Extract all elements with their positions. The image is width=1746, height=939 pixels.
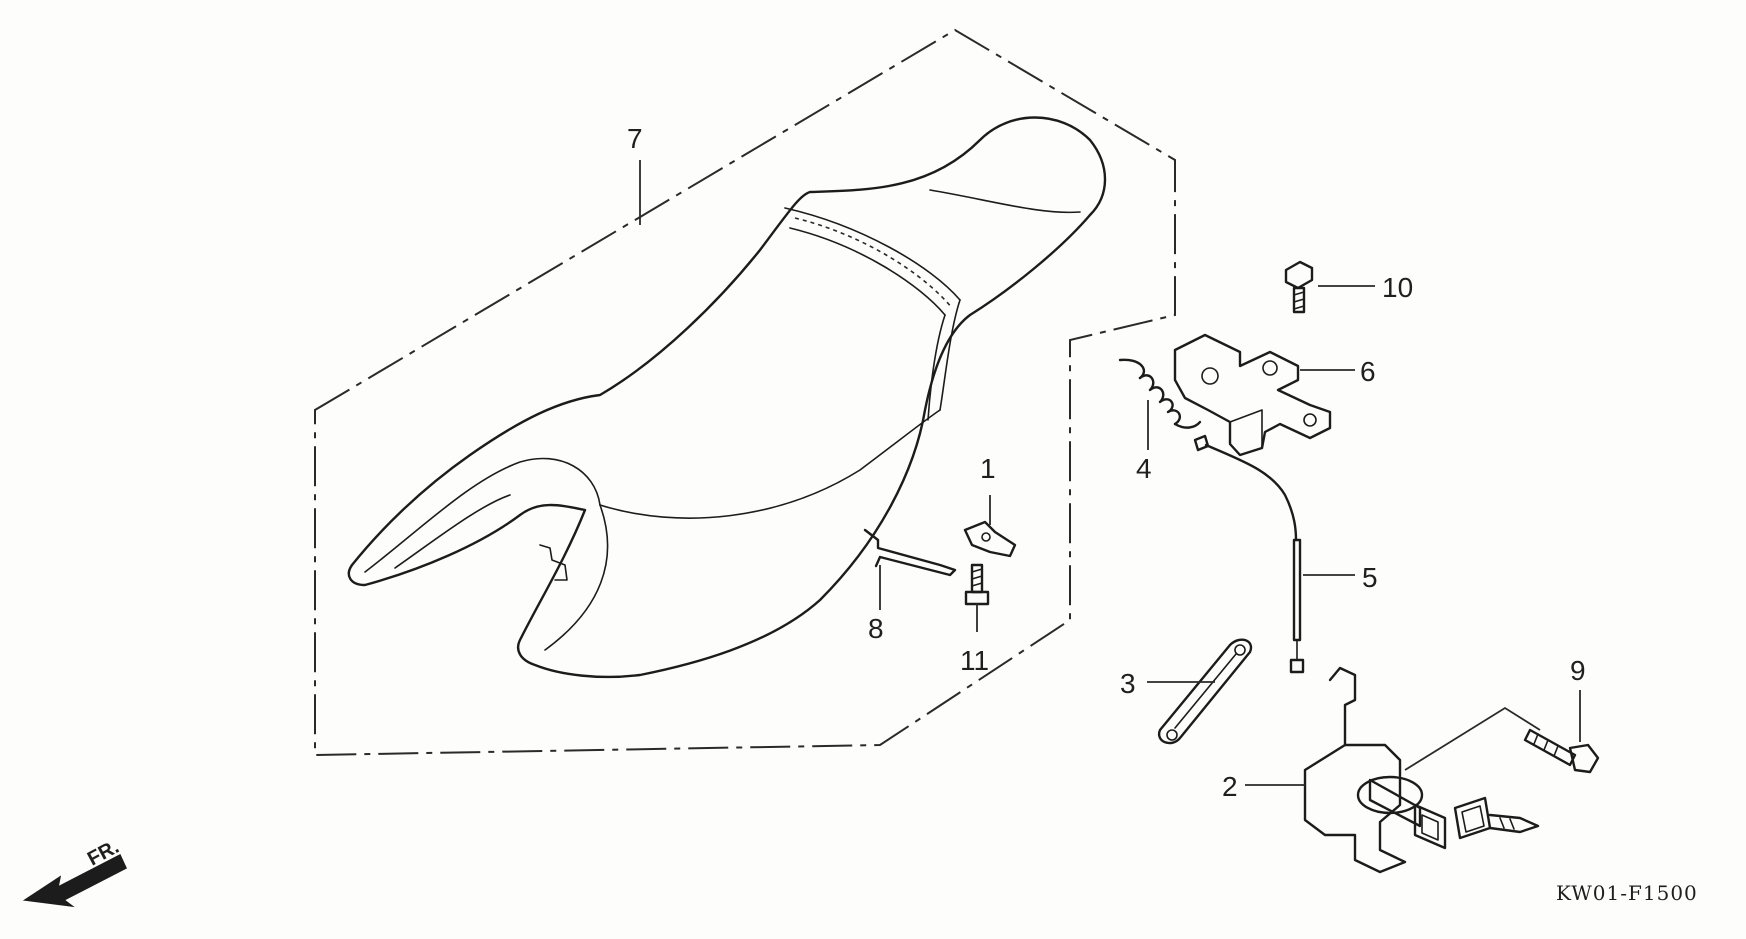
stay-plate-icon [1157,638,1253,745]
seat-assembly-icon [347,116,1107,679]
callout-1: 1 [980,453,996,484]
callout-4: 4 [1136,453,1152,484]
spring-icon [1118,358,1202,429]
callout-3: 3 [1120,668,1136,699]
callout-6: 6 [1360,356,1376,387]
wire-rod-icon [863,528,957,577]
bolt-icon [1284,260,1314,314]
clamp-icon [963,520,1017,558]
assembly-boundary [314,28,1176,757]
leader-lines [639,160,1581,786]
callout-8: 8 [868,613,884,644]
callout-9: 9 [1570,655,1586,686]
front-direction-arrow-icon [22,853,127,908]
bolt-icon [1523,728,1600,774]
drawing-code: KW01-F1500 [1556,881,1698,905]
seat-lock-bracket-icon [1173,333,1332,457]
callout-11: 11 [960,645,989,676]
cable-icon [1193,434,1305,674]
seat-lock-cylinder-icon [1303,666,1540,874]
callout-5: 5 [1362,562,1378,593]
screw-icon [964,563,990,606]
callout-7: 7 [627,123,643,154]
callout-10: 10 [1382,272,1413,303]
callout-2: 2 [1222,771,1238,802]
